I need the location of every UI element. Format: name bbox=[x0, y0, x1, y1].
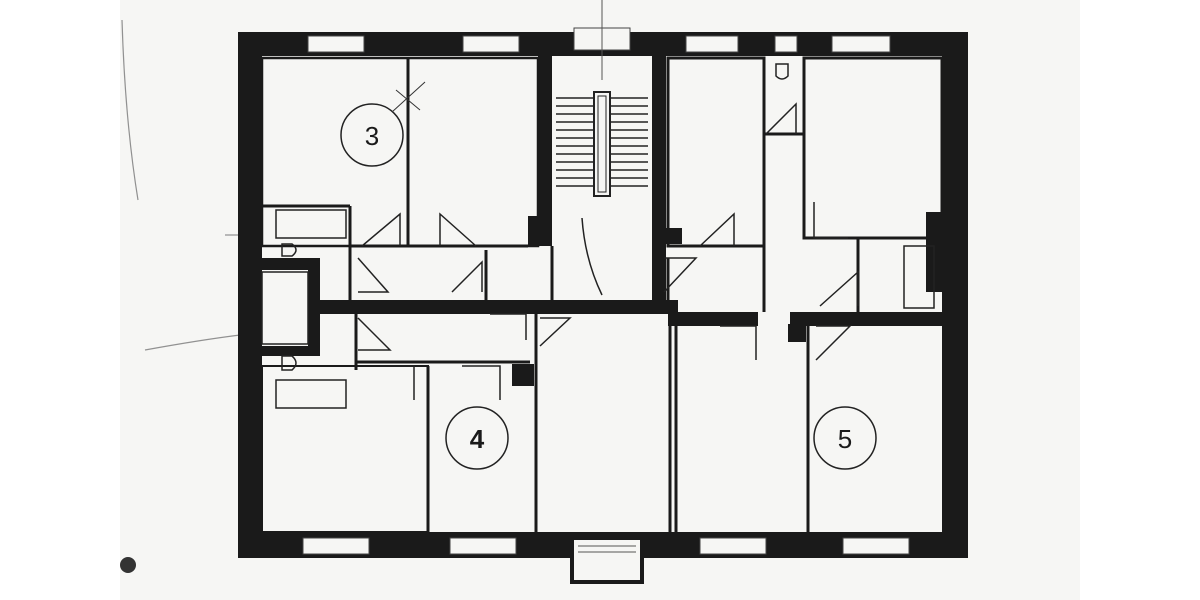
bathtub-icon bbox=[275, 209, 347, 239]
apartment-label-4: 4 bbox=[445, 406, 509, 470]
apartment-label-3: 3 bbox=[340, 81, 426, 167]
ink-blot bbox=[120, 557, 136, 573]
svg-text:5: 5 bbox=[838, 424, 852, 454]
bathtub-icon bbox=[903, 245, 935, 309]
apartment-label-5: 5 bbox=[813, 406, 877, 470]
toilet-icon bbox=[775, 63, 789, 80]
entrance-vestibule bbox=[570, 536, 644, 584]
bathtub-icon bbox=[275, 379, 347, 409]
svg-text:3: 3 bbox=[365, 121, 379, 151]
windows bbox=[302, 27, 910, 555]
interior-walls bbox=[262, 56, 942, 386]
staircase bbox=[556, 91, 648, 296]
partition-lines bbox=[260, 56, 944, 533]
door-swings bbox=[357, 102, 859, 400]
sanitary-fixtures bbox=[261, 63, 935, 409]
toilet-icon bbox=[281, 243, 297, 257]
toilet-icon bbox=[281, 355, 297, 371]
svg-text:4: 4 bbox=[470, 424, 485, 454]
pencil-marks bbox=[121, 19, 241, 351]
